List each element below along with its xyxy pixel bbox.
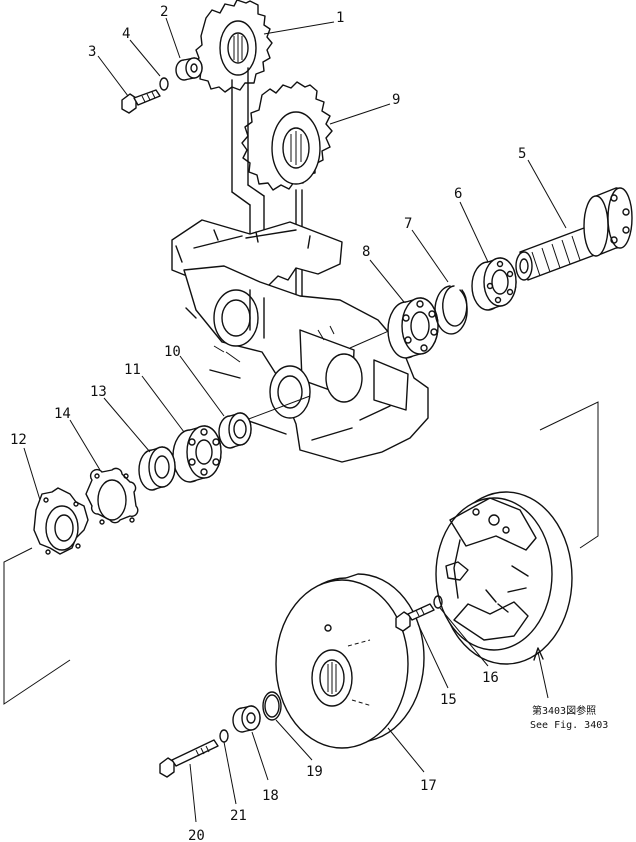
callout-13: 13 [90, 384, 107, 400]
callout-19: 19 [306, 764, 323, 780]
lock-washer-part-16 [433, 595, 443, 609]
leader-lines [23, 17, 567, 823]
reference-note-english: See Fig. 3403 [530, 720, 608, 731]
callout-14: 14 [54, 406, 71, 422]
spacer-part-18 [232, 705, 261, 733]
gasket-part-14 [85, 467, 139, 525]
bearing-part-8 [387, 297, 439, 359]
brake-drum-part-17 [275, 573, 425, 749]
callout-4: 4 [122, 26, 130, 42]
callout-11: 11 [124, 362, 141, 378]
callout-5: 5 [518, 146, 526, 162]
callout-3: 3 [88, 44, 96, 60]
callout-1: 1 [336, 10, 344, 26]
reference-note-japanese: 第3403図参照 [532, 704, 596, 717]
spacer-part-2 [175, 57, 203, 81]
bolt-part-3 [121, 89, 161, 114]
callout-7: 7 [404, 216, 412, 232]
bearing-cage-part-12 [33, 487, 89, 555]
spacer-part-10 [218, 412, 252, 449]
callout-2: 2 [160, 4, 168, 20]
callout-20: 20 [188, 828, 205, 842]
bearing-part-11 [172, 425, 222, 483]
callout-6: 6 [454, 186, 462, 202]
bolt-part-20 [159, 739, 219, 778]
callout-15: 15 [440, 692, 457, 708]
bearing-part-6 [471, 257, 517, 311]
snap-ring-part-7 [434, 285, 468, 335]
lock-washer-part-4 [159, 77, 169, 91]
gear-part-1 [194, 0, 273, 93]
brake-backing-plate [435, 491, 573, 665]
callout-18: 18 [262, 788, 279, 804]
callout-8: 8 [362, 244, 370, 260]
oil-seal-part-13 [138, 446, 176, 491]
o-ring-part-19 [262, 691, 282, 721]
assembly-guide-left [3, 547, 71, 705]
callout-21: 21 [230, 808, 247, 824]
reference-arrow [537, 651, 549, 699]
reference-arrow-head [533, 647, 544, 661]
transmission-housing [171, 219, 429, 463]
callout-16: 16 [482, 670, 499, 686]
shaft-part-5 [515, 187, 633, 281]
lock-washer-part-21 [219, 729, 229, 743]
callout-12: 12 [10, 432, 27, 448]
callout-9: 9 [392, 92, 400, 108]
assembly-axis-lower [245, 395, 311, 421]
assembly-guide-right [539, 401, 599, 549]
gear-part-9 [241, 81, 333, 191]
callout-labels: 1 2 3 4 5 6 7 8 9 10 11 12 13 14 15 16 1… [10, 4, 526, 842]
callout-17: 17 [420, 778, 437, 794]
reference-note: 第3403図参照 See Fig. 3403 [530, 704, 608, 731]
bolt-part-15 [395, 603, 435, 632]
callout-10: 10 [164, 344, 181, 360]
